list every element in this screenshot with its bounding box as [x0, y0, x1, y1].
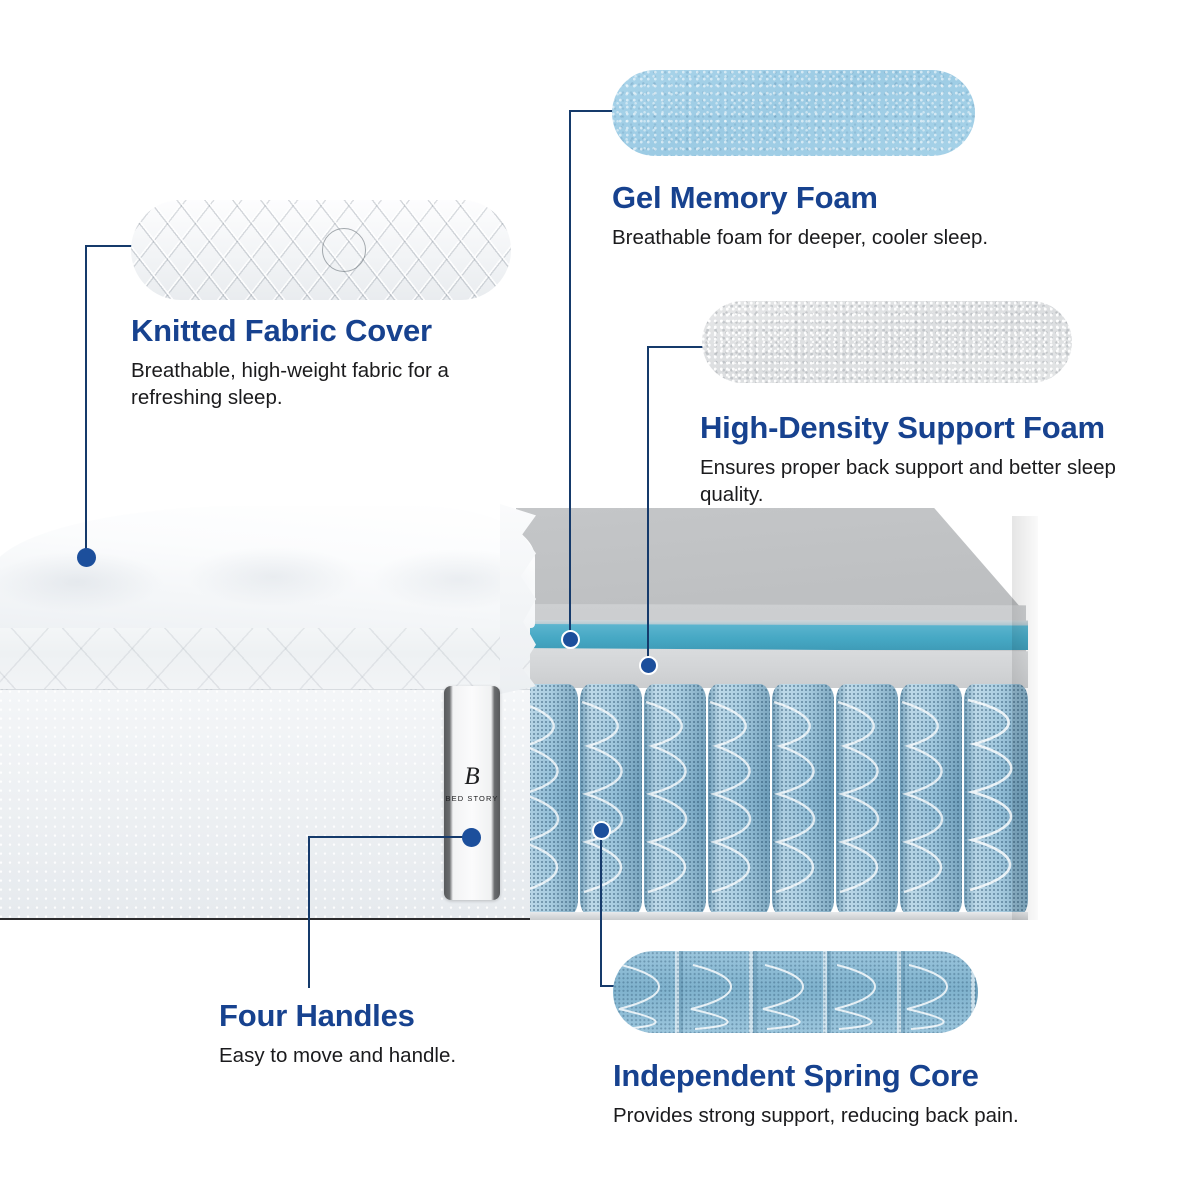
callout-dot-support-foam [639, 656, 658, 675]
callout-title-gel-memory-foam: Gel Memory Foam [612, 180, 878, 215]
pocket-coil [772, 684, 834, 916]
mattress-right-end-shading [1012, 516, 1038, 920]
pocket-coil-end [964, 684, 1028, 916]
callout-desc-knitted-fabric-cover: Breathable, high-weight fabric for a ref… [131, 358, 449, 409]
brand-monogram-icon: B [464, 763, 480, 790]
leader-line-four-handles-horizontal [308, 836, 471, 838]
pocket-coil [900, 684, 962, 916]
mattress-cover-quilted-band [0, 616, 530, 690]
gel-foam-swatch [612, 70, 975, 156]
mattress-cover-side-panel [0, 688, 530, 920]
callout-desc-high-density-support-foam: Ensures proper back support and better s… [700, 455, 1116, 506]
spring-coil-lines [618, 964, 948, 1030]
brand-name: BED STORY [445, 794, 499, 803]
callout-title-independent-spring-core: Independent Spring Core [613, 1058, 979, 1093]
callout-four-handles: Four Handles Easy to move and handle. [219, 998, 549, 1069]
top-comfort-foam-top-face [516, 508, 1026, 618]
callout-dot-gel-foam [561, 630, 580, 649]
callout-desc-four-handles: Easy to move and handle. [219, 1043, 457, 1067]
leader-line-spring-core-horizontal [600, 985, 622, 987]
callout-title-knitted-fabric-cover: Knitted Fabric Cover [131, 313, 432, 348]
callout-desc-independent-spring-core: Provides strong support, reducing back p… [613, 1103, 1019, 1127]
callout-dot-four-handles [462, 828, 481, 847]
callout-dot-knitted-fabric [77, 548, 96, 567]
gel-foam-top-edge [516, 620, 1028, 626]
knitted-fabric-swatch [131, 200, 511, 300]
independent-spring-core-layer [516, 684, 1028, 918]
brand-logo: B BED STORY [444, 764, 500, 803]
gel-memory-foam-layer [516, 624, 1028, 650]
leader-line-gel-foam-horizontal [569, 110, 621, 112]
fabric-detail-ring [321, 228, 366, 272]
pocket-coil [580, 684, 642, 916]
leader-line-knitted-fabric-horizontal [85, 245, 145, 247]
leader-line-knitted-fabric-vertical [85, 245, 87, 556]
callout-knitted-fabric-cover: Knitted Fabric Cover Breathable, high-we… [131, 313, 521, 411]
callout-high-density-support-foam: High-Density Support Foam Ensures proper… [700, 410, 1160, 508]
callout-dot-spring-core [592, 821, 611, 840]
callout-title-high-density-support-foam: High-Density Support Foam [700, 410, 1105, 445]
leader-line-support-foam-vertical [647, 346, 649, 664]
spring-core-swatch [613, 951, 978, 1033]
high-density-support-foam-layer [516, 648, 1028, 688]
leader-line-spring-core-vertical [600, 835, 602, 986]
callout-gel-memory-foam: Gel Memory Foam Breathable foam for deep… [612, 180, 1082, 251]
spring-core-base-trim [516, 912, 1028, 920]
support-foam-swatch [702, 301, 1072, 383]
mattress-cutaway-illustration: B BED STORY [0, 498, 1100, 948]
leader-line-gel-foam-vertical [569, 110, 571, 638]
leader-line-support-foam-horizontal [647, 346, 713, 348]
callout-independent-spring-core: Independent Spring Core Provides strong … [613, 1058, 1113, 1129]
pocket-coil [644, 684, 706, 916]
callout-desc-gel-memory-foam: Breathable foam for deeper, cooler sleep… [612, 225, 989, 249]
pocket-coil [836, 684, 898, 916]
leader-line-four-handles-vertical [308, 836, 310, 988]
mattress-handle: B BED STORY [444, 686, 500, 900]
pocket-coil [708, 684, 770, 916]
callout-title-four-handles: Four Handles [219, 998, 415, 1033]
mattress-pillow-top-surface [0, 506, 535, 628]
